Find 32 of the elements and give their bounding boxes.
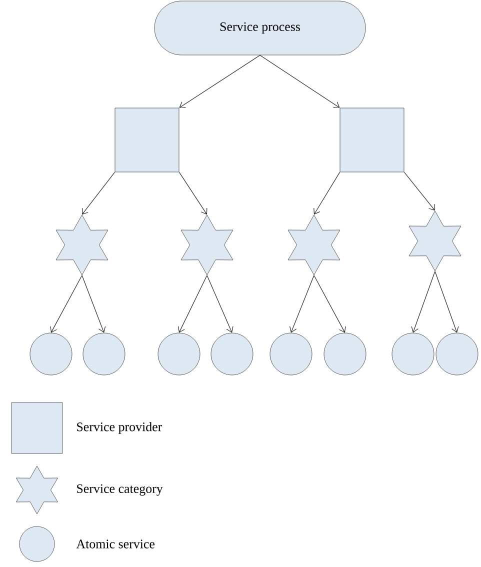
arrow <box>178 275 208 333</box>
service-circle <box>324 332 366 376</box>
arrow <box>411 271 436 333</box>
legend-label: Service category <box>77 484 163 496</box>
service-circle <box>270 332 312 376</box>
arrow <box>290 275 314 333</box>
service-circle <box>436 332 478 376</box>
arrow <box>314 275 346 333</box>
legend-label: Atomic service <box>76 540 155 548</box>
arrow <box>50 275 82 333</box>
arrow <box>314 172 340 215</box>
arrow <box>260 54 340 108</box>
service-circle <box>158 332 200 376</box>
arrow <box>82 275 106 333</box>
arrow <box>206 275 234 333</box>
arrow <box>82 172 116 215</box>
category-star <box>180 214 234 276</box>
provider-square <box>114 108 180 172</box>
arrow <box>179 54 260 108</box>
service-circle <box>82 332 126 376</box>
arrow <box>178 172 208 215</box>
provider-square <box>340 108 404 172</box>
arrow <box>404 172 435 211</box>
category-star <box>288 214 340 276</box>
arrow <box>434 271 459 333</box>
service-circle <box>392 332 434 376</box>
category-star <box>56 214 108 276</box>
service-circle <box>30 332 72 376</box>
process-terminal: Service process <box>154 0 366 56</box>
service-circle <box>210 332 254 376</box>
category-star <box>408 210 462 272</box>
legend-label: Service provider <box>77 422 162 434</box>
